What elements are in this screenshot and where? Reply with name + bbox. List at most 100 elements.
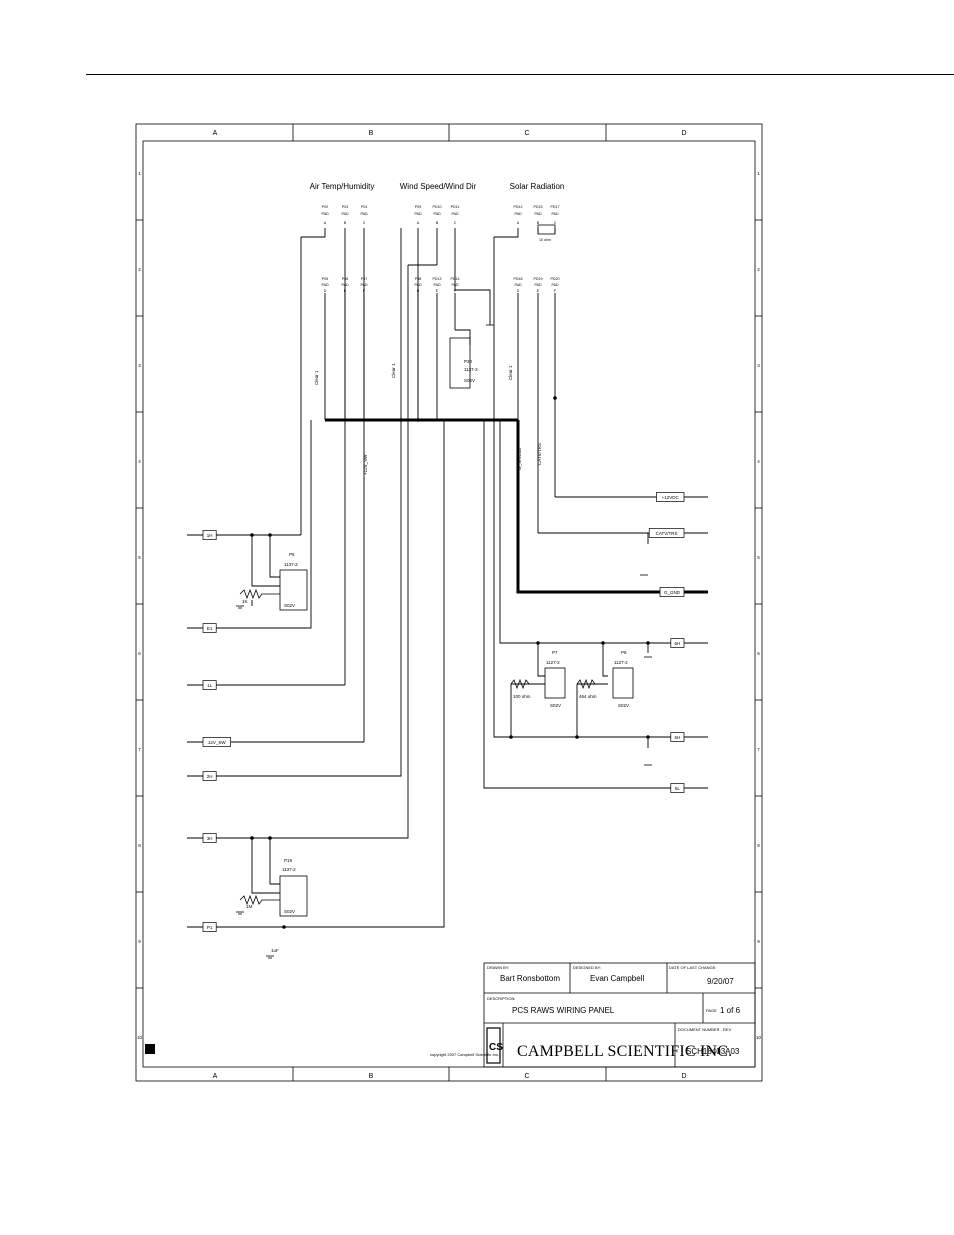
connector-ref-PD18: PD18: [514, 277, 523, 281]
drawn-by: Bart Ronsbottom: [500, 974, 560, 983]
connector-ref-P03: P03: [342, 205, 348, 209]
right-net-flag: 6H: [670, 638, 685, 648]
connector-type-P03: PAD: [341, 212, 349, 216]
svg-text:P8: P8: [289, 552, 295, 557]
connector-ref-PD11: PD11: [451, 205, 460, 209]
connector-pin-P09: A: [417, 221, 420, 225]
row-label-10: 10: [137, 1035, 143, 1040]
part-p20: P20 1137-3 S02V: [449, 337, 478, 389]
connector-type-PD18: PAD: [514, 283, 522, 287]
connector-type-P04: PAD: [360, 212, 368, 216]
row-label-right-2: 2: [757, 267, 760, 272]
date-label: DATE OF LAST CHANGE:: [669, 965, 716, 970]
bus-label-clear-1b: Clear 1: [391, 363, 396, 378]
svg-text:+12VDC: +12VDC: [662, 495, 680, 500]
junction-dots: [250, 396, 650, 929]
svg-text:P1: P1: [207, 925, 213, 930]
page-label: PAGE: [706, 1008, 717, 1013]
svg-text:2H: 2H: [207, 774, 213, 779]
connector-ref-PD20: PD20: [551, 277, 560, 281]
r1-value: 1K: [242, 599, 248, 604]
section-title-solar: Solar Radiation: [510, 182, 565, 191]
svg-text:P19: P19: [284, 858, 293, 863]
connector-pin-PD20: F: [554, 289, 557, 293]
svg-text:10 ohm: 10 ohm: [539, 238, 551, 242]
svg-text:1127-2: 1127-2: [546, 660, 560, 665]
docnum-label: DOCUMENT NUMBER - REV: [678, 1027, 732, 1032]
svg-text:6H: 6H: [675, 641, 681, 646]
connector-pin-PD18: D: [517, 289, 520, 293]
svg-text:S02V: S02V: [284, 603, 295, 608]
connector-pin-P02: A: [324, 221, 327, 225]
connector-pin-PD13: E: [436, 289, 439, 293]
connector-pin-PD11: C: [454, 221, 457, 225]
left-net-flag: 3H: [202, 833, 217, 843]
row-label-right-10: 10: [756, 1035, 762, 1040]
bus-label-clear-1a: Clear 1: [314, 370, 319, 385]
left-net-flag: 12V_SW: [202, 737, 231, 747]
row-label-5: 5: [138, 555, 141, 560]
drawing-frame: [135, 123, 763, 1082]
connector-ref-PD10: PD10: [433, 205, 442, 209]
svg-text:1L: 1L: [207, 683, 213, 688]
left-net-flag: 1L: [202, 680, 217, 690]
section-title-air: Air Temp/Humidity: [310, 182, 375, 191]
connector-ref-PD13: PD13: [433, 277, 442, 281]
svg-text:5H: 5H: [675, 735, 681, 740]
left-net-flag: 1H: [202, 530, 217, 540]
drawn-label: DRAWN BY:: [487, 965, 509, 970]
svg-text:S02V: S02V: [464, 378, 475, 383]
connector-type-PD15: PAD: [534, 212, 542, 216]
designed-by: Evan Campbell: [590, 974, 644, 983]
connector-ref-PD19: PD19: [534, 277, 543, 281]
row-label-7: 7: [138, 747, 141, 752]
connector-type-P05: PAD: [321, 283, 329, 287]
column-label-A: A: [213, 130, 218, 137]
column-label-D: D: [681, 130, 686, 137]
bus-label-catv: CATV/TRS: [537, 443, 542, 465]
connector-pin-P03: B: [344, 221, 347, 225]
bus-label-clear-1c: Clear 1: [508, 365, 513, 380]
connector-ref-P04: P04: [361, 205, 367, 209]
c1-value: 1uF: [271, 948, 279, 953]
connector-type-PD19: PAD: [534, 283, 542, 287]
column-label-bottom-B: B: [369, 1073, 374, 1080]
connector-type-PD12: PAD: [514, 212, 522, 216]
row-label-2: 2: [138, 267, 141, 272]
wires: [187, 228, 708, 928]
connector-ref-P05: P05: [322, 277, 328, 281]
company-name: CAMPBELL SCIENTIFIC INC.: [517, 1043, 732, 1060]
page-number: 1 of 6: [720, 1006, 741, 1015]
row-label-right-5: 5: [757, 555, 760, 560]
svg-text:S02V: S02V: [550, 703, 561, 708]
row-label-1: 1: [138, 171, 141, 176]
svg-text:1127-2: 1127-2: [614, 660, 628, 665]
date-value: 9/20/07: [707, 977, 734, 986]
svg-text:1H: 1H: [207, 533, 213, 538]
part-p19: P19 1137-2 S02V: [279, 858, 308, 917]
bus-label-shield: G_SHIELD: [517, 447, 522, 470]
row-label-right-1: 1: [757, 171, 760, 176]
connector-type-PD17: PAD: [551, 212, 559, 216]
connector-pin-PD12: A: [517, 221, 520, 225]
part-rsense: 10 ohm: [537, 224, 556, 242]
connector-pin-PD14: F: [454, 289, 457, 293]
connector-type-PD13: PAD: [433, 283, 441, 287]
part-p7: P7 1127-2 S02V: [544, 650, 566, 708]
row-label-right-4: 4: [757, 459, 760, 464]
shield-bus: [325, 418, 708, 594]
row-label-right-6: 6: [757, 651, 760, 656]
r4-value: 464 ohm: [579, 694, 597, 699]
connector-type-P09: PAD: [414, 212, 422, 216]
page-header-rule: [86, 74, 954, 75]
row-label-right-8: 8: [757, 843, 760, 848]
connector-ref-PD12: PD12: [514, 205, 523, 209]
right-net-flag: G_GND: [659, 587, 685, 597]
svg-text:G_GND: G_GND: [664, 590, 681, 595]
row-label-4: 4: [138, 459, 141, 464]
title-block: [483, 962, 756, 1068]
description: PCS RAWS WIRING PANEL: [512, 1006, 615, 1015]
svg-text:P20: P20: [464, 359, 473, 364]
connector-pin-P05: D: [324, 289, 327, 293]
